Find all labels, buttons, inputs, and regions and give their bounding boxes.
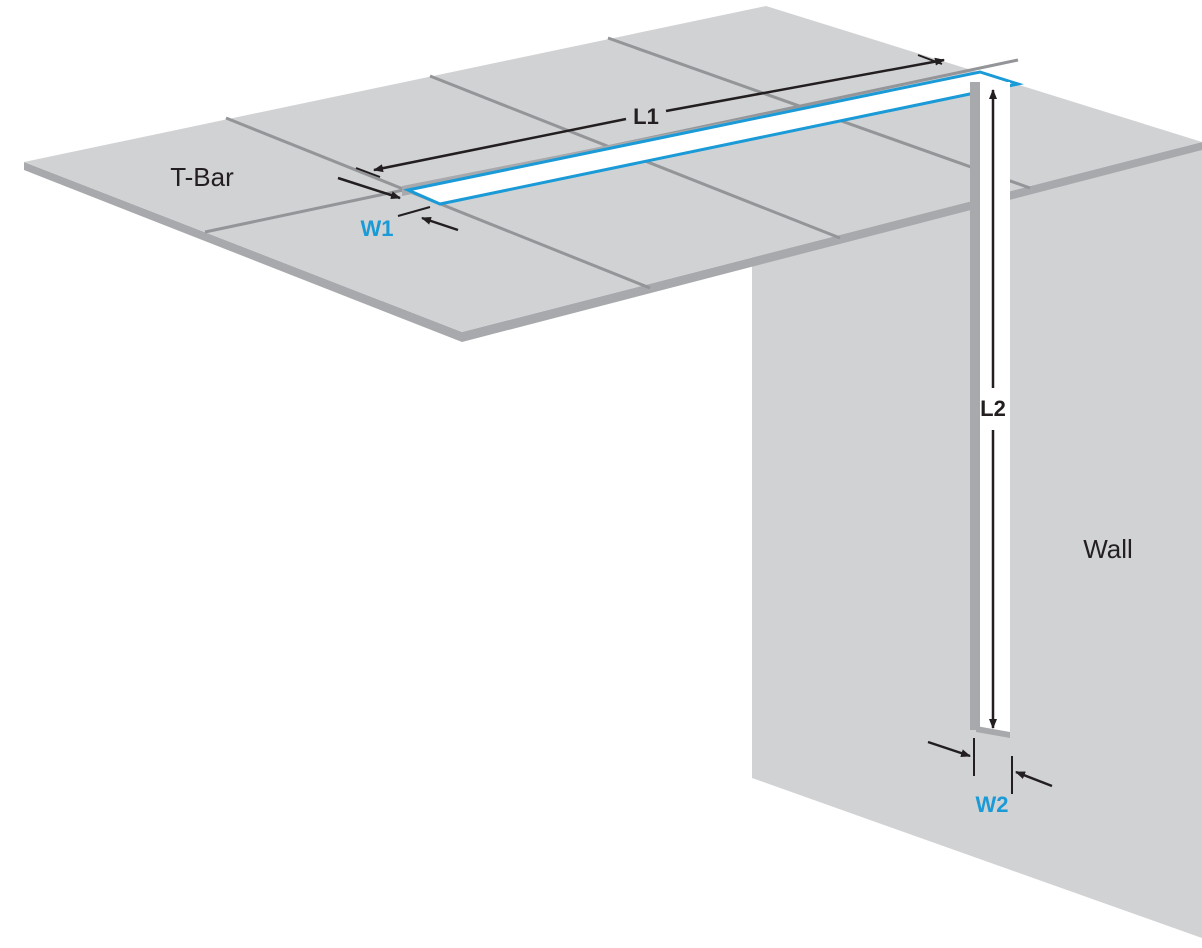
wall-opening-shadow [970,82,982,730]
tbar-label: T-Bar [170,162,234,192]
l2-label: L2 [980,396,1006,421]
l1-label: L1 [633,104,659,129]
w1-dimension [337,176,459,232]
ceiling-opening [408,72,1018,204]
wall-opening-bottom [976,726,1010,738]
w1-label: W1 [361,216,394,241]
w2-dimension [927,738,1053,794]
ceiling-edge [24,142,1202,342]
l1-dimension [355,54,945,178]
w2-label: W2 [976,792,1009,817]
wall-label: Wall [1083,534,1133,564]
wall-opening [980,82,1010,732]
ceiling-opening-outline [403,70,1024,206]
